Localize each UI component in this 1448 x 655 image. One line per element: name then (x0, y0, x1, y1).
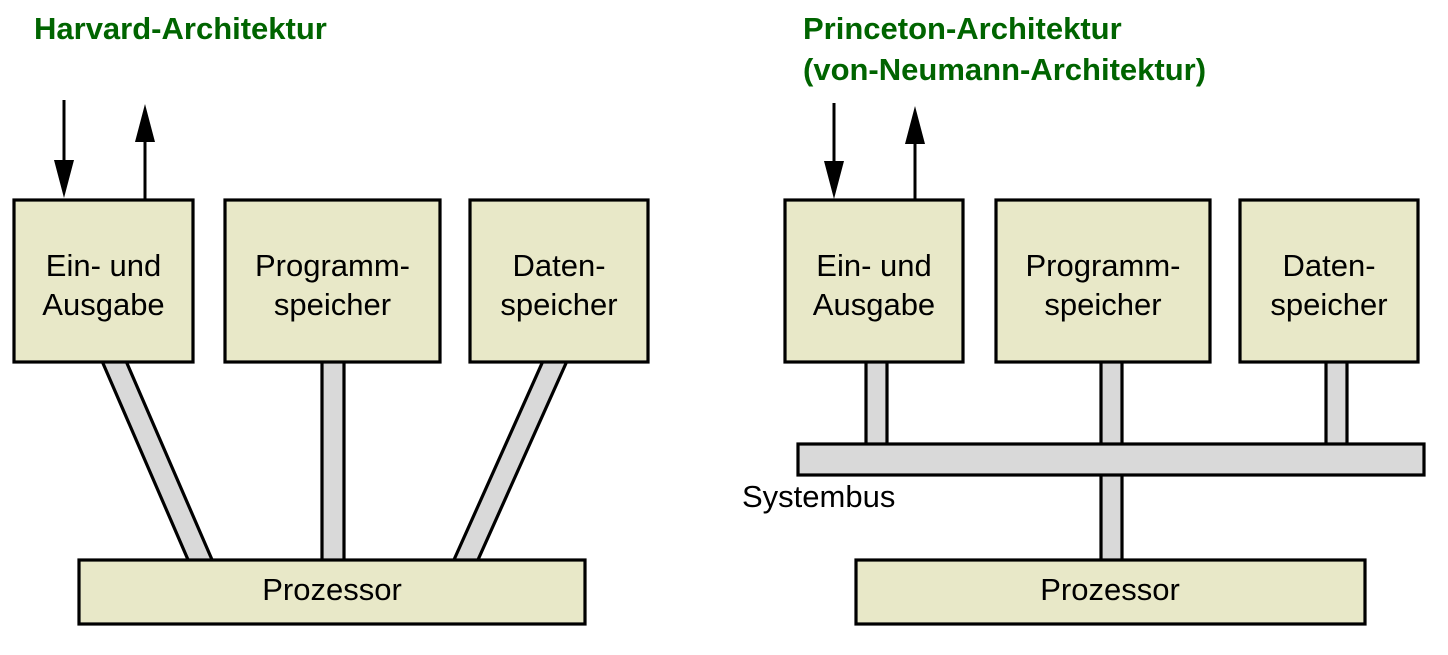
left-box-programmspeicher-line1: Programm- (255, 248, 410, 283)
right-bus-stub-prozessor (1099, 470, 1124, 564)
right-diagram-title-line2: (von-Neumann-Architektur) (803, 52, 1206, 87)
right-box-ein-und-ausgabe: Ein- und Ausgabe (783, 198, 965, 364)
right-bus-stub-io (864, 359, 889, 448)
left-diagram-title: Harvard-Architektur (34, 11, 327, 46)
right-diagram-title-line1: Princeton-Architektur (803, 11, 1122, 46)
right-bus-stub-program (1099, 359, 1124, 448)
left-box-ein-und-ausgabe: Ein- und Ausgabe (12, 198, 195, 364)
right-box-programmspeicher: Programm- speicher (994, 198, 1212, 364)
left-input-arrow-icon (54, 100, 74, 198)
systembus-bar (796, 442, 1426, 477)
left-bus-connector-data (450, 359, 570, 564)
left-box-prozessor: Prozessor (77, 558, 587, 626)
left-bus-connector-io (99, 359, 216, 564)
right-box-datenspeicher: Daten- speicher (1238, 198, 1420, 364)
left-box-ein-und-ausgabe-line1: Ein- und (46, 248, 161, 283)
right-box-datenspeicher-line2: speicher (1270, 287, 1387, 322)
right-bus-stub-data (1324, 359, 1349, 448)
right-box-ein-und-ausgabe-line2: Ausgabe (813, 287, 935, 322)
left-box-prozessor-label: Prozessor (262, 572, 402, 607)
right-box-programmspeicher-line1: Programm- (1025, 248, 1180, 283)
right-box-prozessor: Prozessor (854, 558, 1367, 626)
left-output-arrow-icon (135, 104, 155, 200)
left-box-programmspeicher: Programm- speicher (223, 198, 442, 364)
left-box-datenspeicher-line2: speicher (500, 287, 617, 322)
left-box-ein-und-ausgabe-line2: Ausgabe (42, 287, 164, 322)
right-output-arrow-icon (905, 106, 925, 200)
left-box-programmspeicher-line2: speicher (274, 287, 391, 322)
right-box-programmspeicher-line2: speicher (1044, 287, 1161, 322)
right-box-datenspeicher-line1: Daten- (1282, 248, 1375, 283)
right-box-ein-und-ausgabe-line1: Ein- und (816, 248, 931, 283)
left-box-datenspeicher: Daten- speicher (468, 198, 650, 364)
right-box-prozessor-label: Prozessor (1040, 572, 1180, 607)
left-box-datenspeicher-line1: Daten- (512, 248, 605, 283)
right-input-arrow-icon (824, 103, 844, 199)
left-bus-connector-program (320, 359, 346, 564)
systembus-label: Systembus (742, 479, 895, 514)
